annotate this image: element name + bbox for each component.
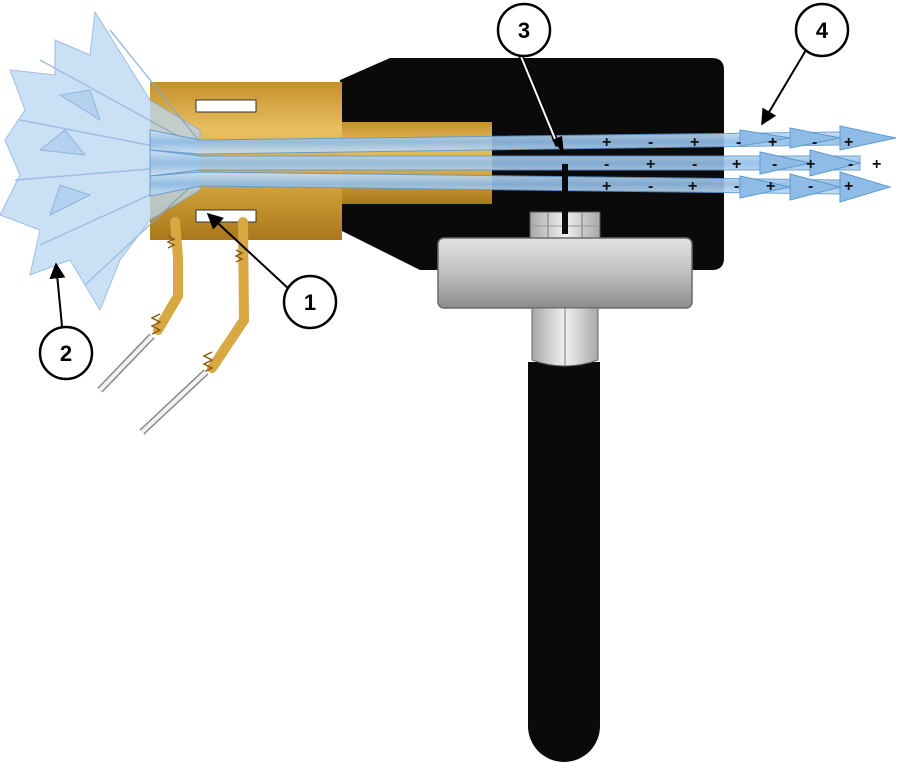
charge: + — [768, 134, 777, 151]
charge: + — [844, 178, 853, 195]
wire-lead-left — [97, 217, 183, 393]
charge: - — [648, 134, 653, 151]
callout-label-2: 2 — [60, 341, 72, 366]
charge: - — [772, 156, 777, 173]
callout-label-4: 4 — [816, 18, 829, 43]
callout-4: 4 — [761, 2, 850, 126]
charge: + — [732, 156, 741, 173]
charge: - — [812, 134, 817, 151]
emitter-needle — [562, 164, 568, 234]
callout-label-1: 1 — [304, 290, 316, 315]
charge: + — [806, 156, 815, 173]
charges-row-1: + - + - + - + — [602, 134, 853, 151]
steel-clamp-bar — [437, 237, 693, 309]
charges-row-3: + - + - + - + — [602, 178, 853, 195]
charge: - — [604, 156, 609, 173]
spray-cone-icon — [0, 10, 201, 312]
charge: + — [602, 134, 611, 151]
charge: - — [808, 178, 813, 195]
charge: + — [766, 178, 775, 195]
charge: + — [844, 134, 853, 151]
callout-2: 2 — [38, 262, 94, 381]
air-beams — [149, 125, 897, 203]
charge: - — [736, 134, 741, 151]
callout-1: 1 — [206, 212, 338, 330]
callout-3: 3 — [496, 2, 564, 154]
handle — [528, 362, 600, 762]
charge: + — [872, 156, 881, 173]
wire-lead-right — [139, 217, 250, 435]
charge: - — [648, 178, 653, 195]
charge: + — [646, 156, 655, 173]
hex-nut-bottom — [531, 307, 599, 367]
charges-row-2: - + - + - + - + — [604, 156, 881, 173]
callout-label-3: 3 — [518, 18, 530, 43]
charge: + — [602, 178, 611, 195]
charge: + — [688, 178, 697, 195]
charge: - — [734, 178, 739, 195]
charge: - — [848, 156, 853, 173]
charge: + — [690, 134, 699, 151]
charge: - — [692, 156, 697, 173]
